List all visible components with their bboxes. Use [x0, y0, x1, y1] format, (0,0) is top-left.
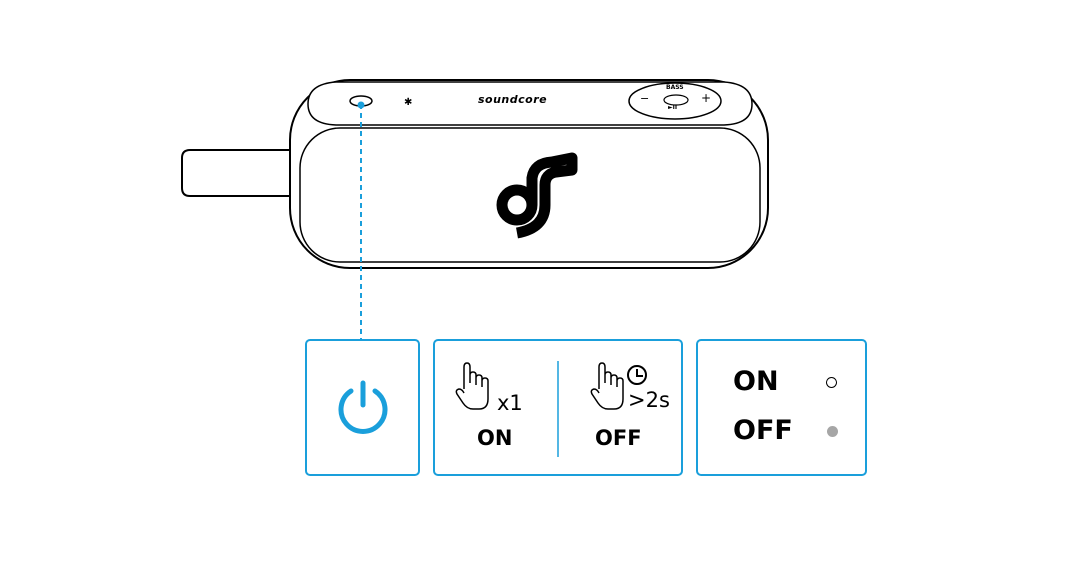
- bluetooth-icon: ✱: [404, 97, 412, 108]
- control-ring: [628, 82, 722, 120]
- led-off-icon: [827, 426, 838, 437]
- operation-on-label: ON: [477, 426, 513, 450]
- play-pause-icon: ►II: [668, 104, 678, 111]
- press-icon: [455, 362, 489, 410]
- press-count: x1: [497, 391, 523, 415]
- strap: [181, 149, 300, 197]
- operation-off-label: OFF: [595, 426, 642, 450]
- center-button: [663, 94, 689, 106]
- led-on-icon: [826, 377, 837, 388]
- operation-panel: x1 ON >2s OFF: [433, 339, 683, 476]
- hold-duration: >2s: [628, 388, 670, 412]
- clock-icon: [627, 365, 647, 385]
- indicator-on-label: ON: [733, 366, 779, 397]
- top-panel: [307, 81, 753, 126]
- power-button-panel: [305, 339, 420, 476]
- volume-down-icon: −: [640, 92, 650, 105]
- bass-label: BASS: [666, 84, 684, 91]
- volume-up-icon: +: [701, 91, 712, 105]
- indicator-off-label: OFF: [733, 415, 793, 446]
- press-hold-icon: [590, 362, 624, 410]
- brand-label: soundcore: [478, 93, 548, 106]
- power-icon: [338, 380, 388, 434]
- indicator-panel: ON OFF: [696, 339, 867, 476]
- soundcore-logo: [496, 152, 578, 239]
